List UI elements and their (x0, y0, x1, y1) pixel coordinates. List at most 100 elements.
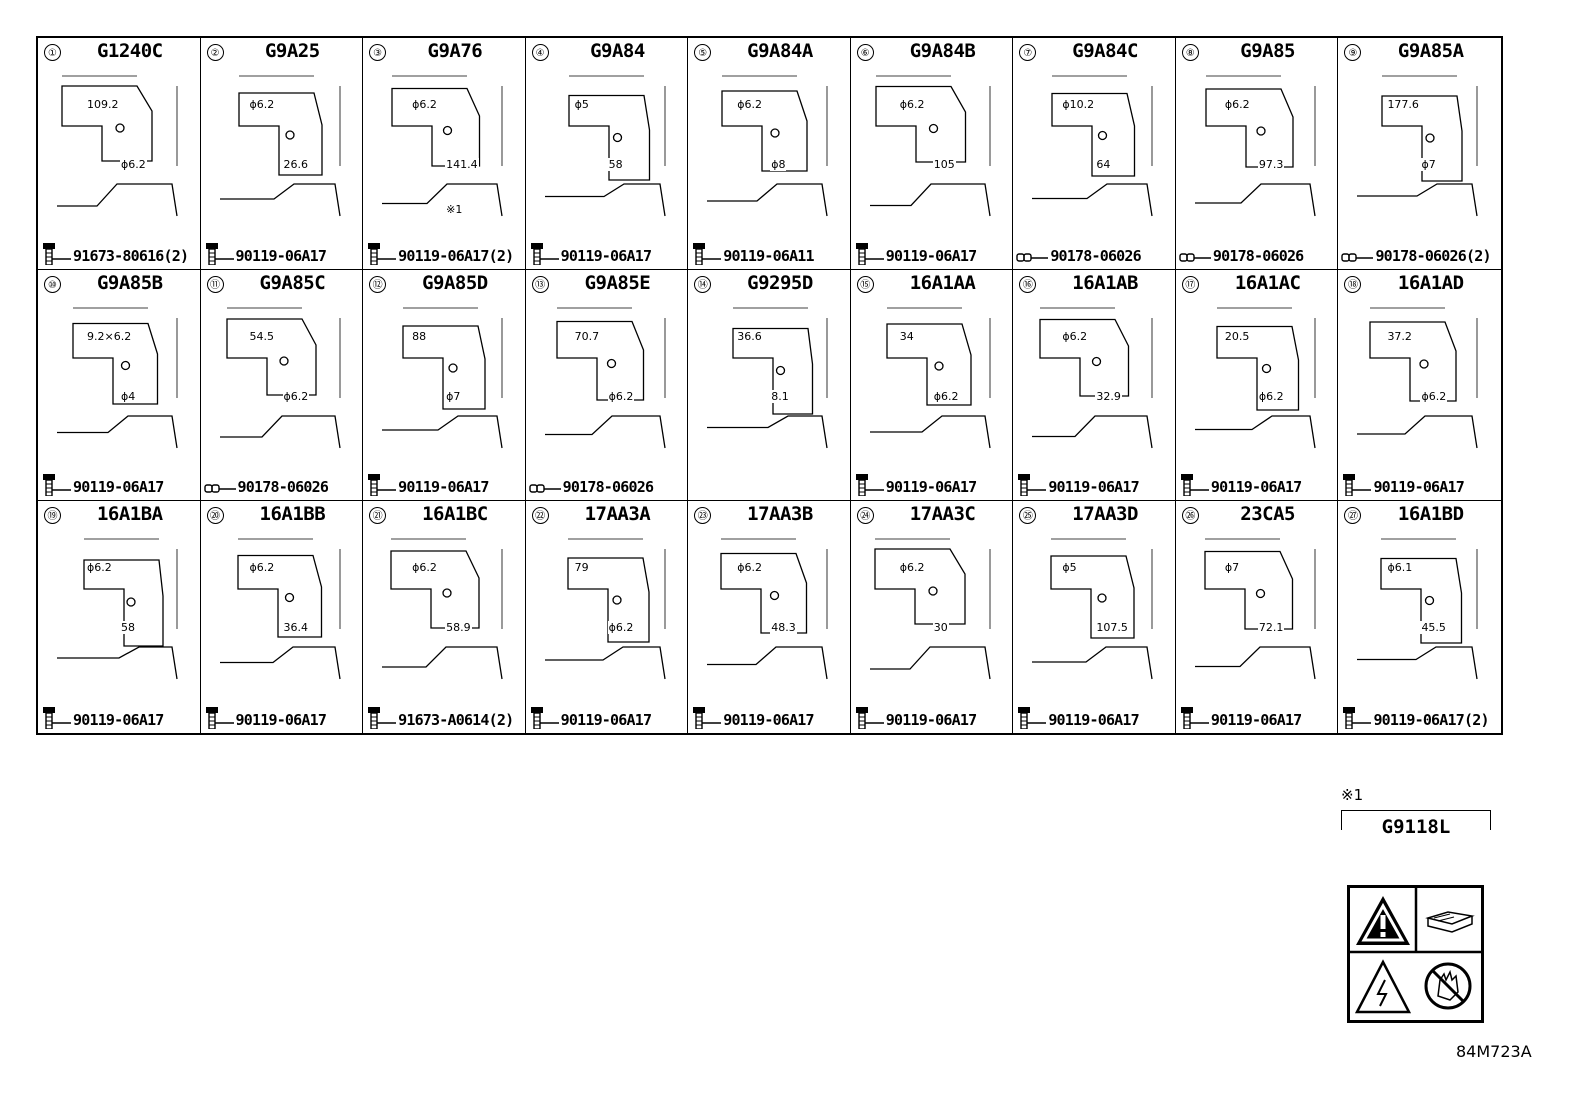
part-code: G9A84A (747, 40, 813, 62)
clip-icon (1016, 252, 1049, 262)
fastener-row: 90119-06A17 (204, 707, 363, 729)
part-drawing (42, 298, 196, 468)
dimension-label: ϕ6.2 (736, 98, 763, 111)
fastener-row: 90119-06A17 (41, 707, 200, 729)
callout-number: ㉔ (856, 507, 874, 525)
dimension-label: 79 (573, 561, 590, 575)
fastener-row (691, 474, 850, 496)
callout-number: ② (206, 44, 224, 61)
part-code: G9A84C (1072, 40, 1138, 62)
callout-number: ㉖ (1181, 507, 1199, 525)
dimension-label: 58.9 (445, 621, 472, 635)
fastener-row: 90119-06A17 (1179, 474, 1338, 497)
dimension-label: ϕ6.2 (898, 98, 926, 111)
dimension-label: ϕ6.2 (607, 621, 635, 635)
warning-label-panel[interactable] (1347, 885, 1484, 1023)
fastener-row: 91673-A0614(2) (366, 707, 525, 729)
part-drawing (1342, 66, 1496, 236)
dimension-label: ϕ6.2 (898, 561, 926, 575)
dimension-label: ϕ4 (120, 389, 137, 403)
fastener-part-number: 90119-06A17 (1210, 711, 1302, 729)
callout-number: ③ (369, 44, 387, 61)
fastener-row: 90119-06A17 (529, 242, 688, 265)
part-drawing (42, 66, 196, 236)
part-drawing (1180, 298, 1334, 468)
callout-number: ㉕ (1019, 507, 1037, 525)
callout-number: ㉗ (1344, 507, 1362, 525)
dimension-label: ※1 (445, 203, 464, 216)
dimension-label: 26.6 (282, 158, 310, 171)
dimension-label: 141.4 (445, 158, 479, 171)
fastener-row: 90178-06026 (203, 474, 363, 496)
part-code: 16A1BB (259, 503, 326, 526)
bolt-icon (368, 474, 397, 497)
fastener-part-number: 90119-06A17 (1048, 711, 1139, 729)
part-drawing (1180, 66, 1334, 236)
bolt-icon (1343, 474, 1372, 497)
dimension-label: ϕ6.2 (86, 561, 113, 575)
callout-number: ㉓ (694, 507, 712, 525)
bolt-icon (693, 707, 722, 729)
dimension-label: 48.3 (770, 621, 797, 635)
fastener-row: 90119-06A17 (529, 707, 688, 729)
bolt-icon (43, 242, 71, 265)
fastener-row: 90119-06A17 (691, 707, 850, 729)
dimension-label: ϕ6.2 (607, 389, 635, 403)
dimension-label: 45.5 (1420, 621, 1447, 635)
part-drawing (855, 529, 1009, 699)
part-drawing (692, 66, 846, 236)
fastener-row: 90119-06A17 (1179, 707, 1338, 729)
fastener-row: 90119-06A17 (854, 242, 1013, 265)
callout-number: ⑥ (856, 44, 874, 61)
part-code: G9A76 (427, 40, 483, 62)
callout-number: ⑰ (1181, 275, 1199, 293)
fastener-part-number: 90178-06026 (1212, 246, 1304, 265)
part-drawing (1180, 529, 1334, 699)
callout-number: ④ (531, 44, 549, 61)
dimension-label: ϕ7 (1223, 561, 1241, 575)
callout-number: ⑱ (1344, 275, 1362, 293)
callout-number: ⑲ (44, 507, 61, 525)
bolt-icon (530, 242, 559, 265)
part-code: 16A1AC (1234, 271, 1301, 294)
part-code: 17AA3A (584, 503, 651, 526)
part-code: G9A85 (1240, 40, 1295, 62)
dimension-label: 9.2×6.2 (86, 329, 133, 343)
part-code: 16A1AB (1072, 271, 1138, 294)
part-code: 17AA3C (909, 503, 976, 526)
fastener-part-number: 90119-06A17 (1048, 478, 1139, 497)
dimension-label: ϕ7 (1420, 158, 1437, 171)
callout-number: ⑯ (1019, 275, 1037, 293)
fastener-part-number: 90119-06A17 (235, 711, 327, 729)
dimension-label: ϕ6.2 (932, 389, 960, 403)
bolt-icon (205, 242, 234, 265)
